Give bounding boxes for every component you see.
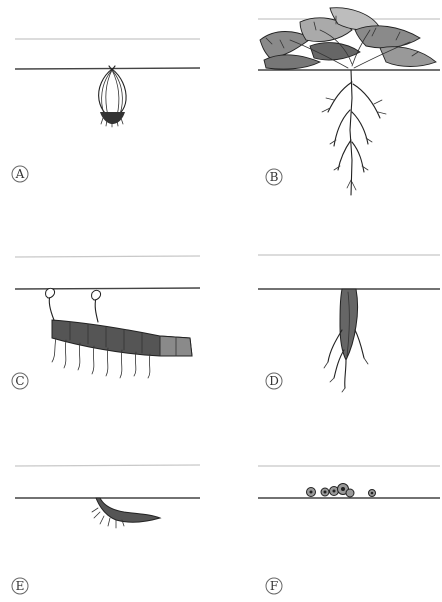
panel-label: B <box>270 170 279 184</box>
panel-c: C <box>12 256 200 389</box>
tuber-illustration <box>92 498 160 528</box>
leafy-plant-illustration <box>260 8 436 195</box>
air-line <box>15 256 200 257</box>
soil-line <box>15 68 200 69</box>
seeds-illustration <box>307 484 376 498</box>
panel-label: F <box>270 579 278 593</box>
panel-b: B <box>258 8 440 195</box>
soil-line <box>15 288 200 289</box>
taproot-illustration <box>324 289 368 392</box>
panel-label: E <box>16 579 25 593</box>
air-line <box>15 465 200 466</box>
panel-label: D <box>269 374 279 388</box>
panel-label: A <box>15 167 25 181</box>
panel-f: F <box>258 466 440 594</box>
panel-a: A <box>12 39 200 182</box>
bulb-illustration <box>99 66 126 127</box>
panel-label: C <box>15 374 24 388</box>
panel-d: D <box>258 255 440 392</box>
rhizome-illustration <box>46 288 192 378</box>
panel-e: E <box>12 465 200 594</box>
